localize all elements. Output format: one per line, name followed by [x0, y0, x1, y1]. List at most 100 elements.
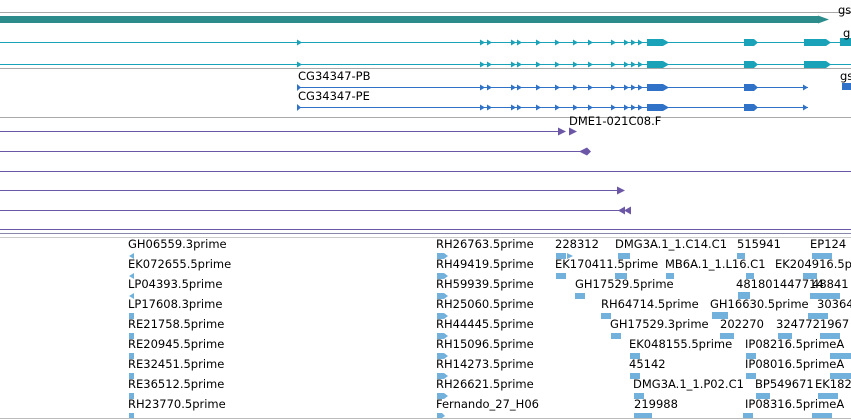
est-label[interactable]: MB6A.1_1.L16.C1 — [665, 257, 766, 271]
est-label[interactable]: RH26621.5prime — [436, 377, 534, 391]
clone-label[interactable]: DME1-021C08.F — [569, 114, 662, 128]
est-label[interactable]: LP17608.3prime — [128, 297, 223, 311]
est-label[interactable]: EK182 — [815, 377, 851, 391]
transcript-feature[interactable] — [0, 38, 851, 46]
est-feature[interactable] — [803, 273, 817, 279]
est-feature[interactable] — [743, 413, 753, 418]
est-label[interactable]: RE36512.5prime — [128, 377, 225, 391]
est-label[interactable]: RE20945.5prime — [128, 337, 225, 351]
est-label[interactable]: RH14273.5prime — [436, 357, 534, 371]
est-label[interactable]: 3247721967 — [776, 317, 850, 331]
est-label[interactable]: 45142 — [629, 357, 666, 371]
est-feature[interactable] — [746, 273, 754, 279]
est-label[interactable]: LP04393.5prime — [128, 277, 223, 291]
est-label[interactable]: 515941 — [737, 237, 781, 251]
est-label[interactable]: IP08216.5primeA — [745, 337, 845, 351]
est-feature[interactable] — [575, 293, 585, 299]
est-feature[interactable] — [756, 393, 770, 399]
est-feature[interactable] — [778, 333, 792, 339]
est-label[interactable]: RE21758.5prime — [128, 317, 225, 331]
cds-feature[interactable] — [297, 83, 851, 91]
est-feature[interactable] — [618, 253, 630, 259]
est-feature[interactable] — [556, 253, 566, 259]
est-feature[interactable] — [634, 413, 652, 418]
est-feature[interactable] — [437, 333, 448, 339]
est-feature[interactable] — [746, 353, 756, 359]
gene-feature[interactable] — [0, 15, 829, 24]
est-feature[interactable] — [818, 393, 838, 399]
gene-label[interactable]: gs — [838, 3, 851, 17]
est-label[interactable]: EK170411.5prime — [555, 257, 659, 271]
est-label[interactable]: RH49419.5prime — [436, 257, 534, 271]
est-feature[interactable] — [666, 273, 674, 279]
cds-label[interactable]: CG34347-PB — [298, 69, 371, 83]
est-feature[interactable] — [630, 353, 640, 359]
est-feature[interactable] — [437, 293, 448, 299]
est-label[interactable]: 219988 — [634, 397, 678, 411]
est-feature[interactable] — [712, 312, 728, 319]
transcript-label[interactable]: g — [843, 26, 851, 40]
est-feature[interactable] — [615, 273, 627, 279]
est-feature[interactable] — [129, 353, 134, 359]
est-feature[interactable] — [556, 273, 566, 279]
est-label[interactable]: 481801447714 — [736, 277, 824, 291]
est-feature[interactable] — [437, 353, 448, 359]
est-label[interactable]: RH59939.5prime — [436, 277, 534, 291]
est-label[interactable]: EK048155.5prime — [629, 337, 733, 351]
est-feature[interactable] — [611, 333, 621, 339]
est-feature[interactable] — [812, 413, 832, 418]
est-label[interactable]: RH23770.5prime — [128, 397, 226, 411]
est-feature[interactable] — [129, 413, 134, 418]
est-feature[interactable] — [830, 353, 851, 359]
est-label[interactable]: RE32451.5prime — [128, 357, 225, 371]
est-feature[interactable] — [820, 333, 840, 339]
est-label[interactable]: GH17529.3prime — [610, 317, 709, 331]
cds-label[interactable]: CG34347-PE — [298, 89, 370, 103]
est-label[interactable]: RH44445.5prime — [436, 317, 534, 331]
est-label[interactable]: RH15096.5prime — [436, 337, 534, 351]
est-feature[interactable] — [437, 413, 445, 418]
est-feature[interactable] — [129, 393, 134, 399]
cds-feature[interactable] — [297, 104, 808, 111]
est-feature[interactable] — [630, 373, 640, 379]
est-feature[interactable] — [830, 373, 851, 379]
est-feature[interactable] — [810, 293, 840, 299]
est-label[interactable]: BP549671 — [755, 377, 814, 391]
est-label[interactable]: 48841 — [812, 277, 849, 291]
est-label[interactable]: Fernando_27_H06 — [436, 397, 539, 411]
est-feature[interactable] — [738, 292, 750, 299]
est-feature[interactable] — [808, 313, 828, 319]
est-feature[interactable] — [129, 333, 134, 339]
transcript-feature[interactable] — [0, 61, 851, 68]
est-label[interactable]: EK204916.5prime — [775, 257, 851, 271]
est-label[interactable]: GH06559.3prime — [128, 237, 227, 251]
est-feature[interactable] — [129, 293, 134, 299]
est-feature[interactable] — [129, 273, 134, 279]
est-feature[interactable] — [437, 273, 448, 279]
est-label[interactable]: 228312 — [555, 237, 599, 251]
est-feature[interactable] — [746, 373, 756, 379]
est-label[interactable]: GH17529.5prime — [575, 277, 674, 291]
est-feature[interactable] — [812, 253, 832, 259]
est-feature[interactable] — [634, 393, 644, 399]
est-feature[interactable] — [437, 393, 448, 399]
est-feature[interactable] — [129, 313, 134, 319]
clone-feature[interactable] — [0, 127, 577, 136]
est-label[interactable]: IP08316.5primeA — [745, 397, 845, 411]
est-label[interactable]: 202270 — [720, 317, 764, 331]
est-label[interactable]: EP124 — [810, 237, 847, 251]
est-label[interactable]: DMG3A.1_1.C14.C1 — [615, 237, 728, 251]
est-feature[interactable] — [129, 253, 134, 259]
est-label[interactable]: EK072655.5prime — [128, 257, 232, 271]
est-feature[interactable] — [567, 253, 573, 259]
est-label[interactable]: GH16630.5prime — [710, 297, 809, 311]
est-feature[interactable] — [720, 333, 734, 339]
est-label[interactable]: RH64714.5prime — [601, 297, 699, 311]
est-label[interactable]: IP08016.5primeA — [745, 357, 845, 371]
est-label[interactable]: DMG3A.1_1.P02.C1 — [633, 377, 744, 391]
est-feature[interactable] — [437, 313, 448, 319]
est-feature[interactable] — [437, 373, 448, 379]
clone-feature[interactable] — [0, 186, 625, 195]
est-label[interactable]: RH26763.5prime — [436, 237, 534, 251]
est-label[interactable]: RH25060.5prime — [436, 297, 534, 311]
